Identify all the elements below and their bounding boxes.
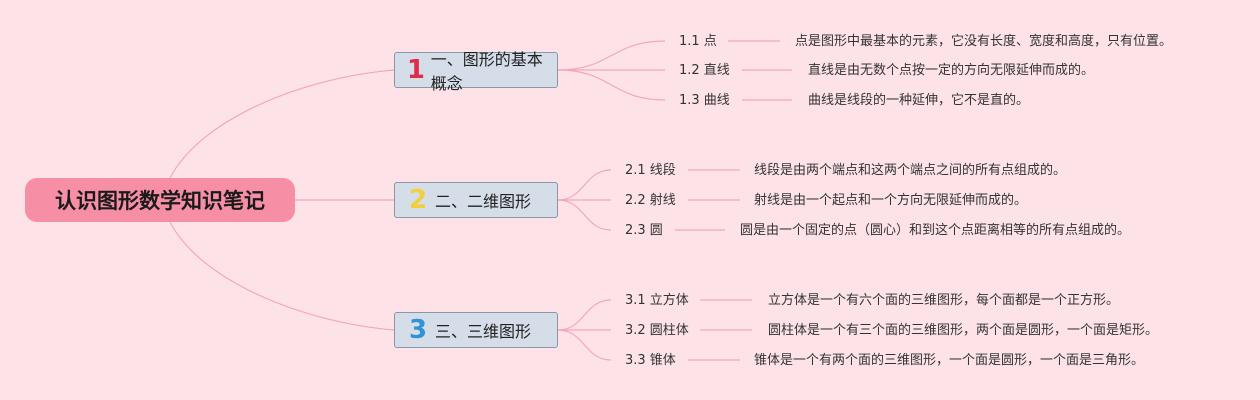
leaf-desc-1-2: 直线是由无数个点按一定的方向无限延伸而成的。 — [808, 63, 1095, 78]
root-title: 认识图形数学知识笔记 — [55, 189, 265, 213]
leaf-desc-1-3: 曲线是线段的一种延伸，它不是直的。 — [808, 93, 1030, 108]
branch-number-2: 2 — [408, 185, 428, 215]
connector-branch-2-leaf-1 — [557, 169, 612, 201]
leaf-desc-1-1: 点是图形中最基本的元素，它没有长度、宽度和高度，只有位置。 — [795, 34, 1173, 49]
connector-branch-3-leaf-1 — [557, 299, 612, 331]
connector-root-branch-1 — [169, 69, 395, 179]
leaf-desc-3-3: 锥体是一个有两个面的三维图形，一个面是圆形，一个面是三角形。 — [754, 353, 1145, 368]
connector-root-branch-3 — [169, 221, 395, 331]
branch-number-3: 3 — [408, 315, 428, 345]
connector-branch-3-leaf-3 — [557, 329, 612, 361]
connector-branch-1-leaf-1 — [557, 40, 666, 71]
leaf-label-3-1: 3.1 立方体 — [625, 293, 689, 308]
leaf-label-1-3: 1.3 曲线 — [679, 93, 730, 108]
leaf-desc-2-1: 线段是由两个端点和这两个端点之间的所有点组成的。 — [754, 163, 1067, 178]
leaf-label-3-3: 3.3 锥体 — [625, 353, 676, 368]
branch-title-2: 二、二维图形 — [435, 192, 532, 211]
root-node: 认识图形数学知识笔记 — [25, 178, 295, 222]
leaf-label-1-2: 1.2 直线 — [679, 63, 730, 78]
connector-lines — [169, 40, 792, 361]
leaf-desc-3-1: 立方体是一个有六个面的三维图形，每个面都是一个正方形。 — [768, 293, 1120, 308]
leaf-desc-2-3: 圆是由一个固定的点（圆心）和到这个点距离相等的所有点组成的。 — [740, 223, 1131, 238]
branch-title-3: 三、三维图形 — [435, 322, 532, 341]
branch-number-1: 1 — [406, 55, 425, 85]
leaf-label-2-2: 2.2 射线 — [625, 193, 676, 208]
connector-branch-2-leaf-3 — [557, 199, 612, 231]
leaf-label-2-1: 2.1 线段 — [625, 163, 676, 178]
leaf-label-2-3: 2.3 圆 — [625, 223, 663, 238]
leaf-desc-3-2: 圆柱体是一个有三个面的三维图形，两个面是圆形，一个面是矩形。 — [768, 323, 1159, 338]
branch-node-3: 3 三、三维图形 — [394, 312, 558, 348]
leaf-label-3-2: 3.2 圆柱体 — [625, 323, 689, 338]
branch-node-1: 1 一、图形的基本概念 — [394, 50, 558, 93]
branch-title-1: 一、图形的基本概念 — [430, 50, 543, 93]
leaf-desc-2-2: 射线是由一个起点和一个方向无限延伸而成的。 — [754, 193, 1028, 208]
leaf-label-1-1: 1.1 点 — [679, 34, 717, 49]
branch-node-2: 2 二、二维图形 — [394, 182, 558, 218]
connector-branch-1-leaf-3 — [557, 69, 666, 101]
